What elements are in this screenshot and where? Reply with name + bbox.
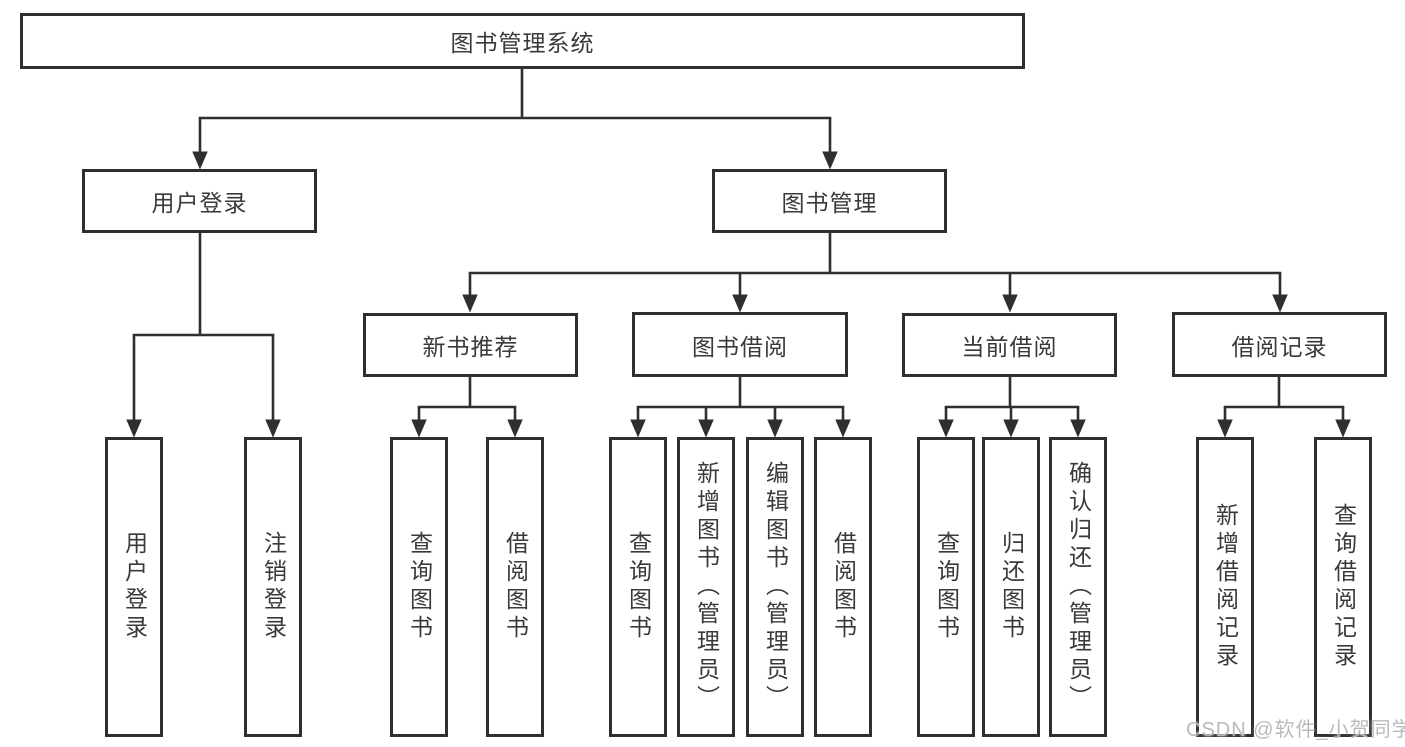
leaf-borrow-books-label: 借阅图书 bbox=[830, 531, 857, 643]
leaf-confirm-return-admin: 确认归还（管理员） bbox=[1049, 437, 1107, 737]
connector-current-borrow-branch bbox=[944, 375, 1080, 409]
connector-root-to-level2 bbox=[198, 67, 832, 120]
leaf-logout-label: 注销登录 bbox=[260, 531, 287, 643]
connector-user-login-branch bbox=[132, 231, 275, 337]
leaf-query-borrow-record-label: 查询借阅记录 bbox=[1330, 503, 1357, 671]
node-borrow-records: 借阅记录 bbox=[1172, 312, 1387, 377]
leaf-borrow-books-recommend-label: 借阅图书 bbox=[502, 531, 529, 643]
node-user-login-label: 用户登录 bbox=[151, 190, 248, 216]
leaf-query-books-recommend-label: 查询图书 bbox=[406, 531, 433, 643]
node-root-system-label: 图书管理系统 bbox=[450, 30, 595, 56]
node-book-borrow: 图书借阅 bbox=[632, 312, 848, 377]
node-user-login: 用户登录 bbox=[82, 169, 317, 233]
node-borrow-records-label: 借阅记录 bbox=[1231, 333, 1328, 360]
leaf-confirm-return-admin-label: 确认归还（管理员） bbox=[1065, 461, 1092, 713]
node-current-borrow: 当前借阅 bbox=[902, 313, 1117, 377]
leaf-query-books-recommend: 查询图书 bbox=[390, 437, 448, 737]
leaf-query-books-borrow-label: 查询图书 bbox=[625, 531, 652, 643]
leaf-borrow-books-recommend: 借阅图书 bbox=[486, 437, 544, 737]
leaf-query-books-borrow: 查询图书 bbox=[609, 437, 667, 737]
leaf-query-books-current: 查询图书 bbox=[917, 437, 975, 737]
node-root-system: 图书管理系统 bbox=[20, 13, 1025, 69]
connector-book-borrow-branch bbox=[636, 375, 845, 409]
node-book-management: 图书管理 bbox=[712, 169, 947, 233]
csdn-watermark: CSDN @软件_小贺同学 bbox=[1186, 719, 1405, 741]
node-book-management-label: 图书管理 bbox=[781, 190, 878, 216]
leaf-query-borrow-record: 查询借阅记录 bbox=[1314, 437, 1372, 737]
leaf-return-books-label: 归还图书 bbox=[998, 531, 1025, 643]
connector-book-management-branch bbox=[468, 231, 1282, 275]
node-book-borrow-label: 图书借阅 bbox=[692, 333, 788, 360]
leaf-add-borrow-record: 新增借阅记录 bbox=[1196, 437, 1254, 737]
leaf-return-books: 归还图书 bbox=[982, 437, 1040, 737]
leaf-logout: 注销登录 bbox=[244, 437, 302, 737]
leaf-query-books-current-label: 查询图书 bbox=[933, 531, 960, 643]
leaf-edit-books-admin-label: 编辑图书（管理员） bbox=[762, 461, 789, 713]
leaf-add-books-admin-label: 新增图书（管理员） bbox=[693, 461, 720, 713]
leaf-user-login-label: 用户登录 bbox=[121, 531, 148, 643]
node-current-borrow-label: 当前借阅 bbox=[961, 334, 1058, 360]
node-new-book-recommend: 新书推荐 bbox=[363, 313, 578, 377]
leaf-add-borrow-record-label: 新增借阅记录 bbox=[1212, 503, 1239, 671]
leaf-add-books-admin: 新增图书（管理员） bbox=[677, 437, 735, 737]
leaf-borrow-books: 借阅图书 bbox=[814, 437, 872, 737]
connector-new-book-recommend-branch bbox=[417, 375, 517, 409]
connector-borrow-records-branch bbox=[1223, 375, 1345, 409]
node-new-book-recommend-label: 新书推荐 bbox=[422, 334, 519, 360]
leaf-edit-books-admin: 编辑图书（管理员） bbox=[746, 437, 804, 737]
leaf-user-login: 用户登录 bbox=[105, 437, 163, 737]
